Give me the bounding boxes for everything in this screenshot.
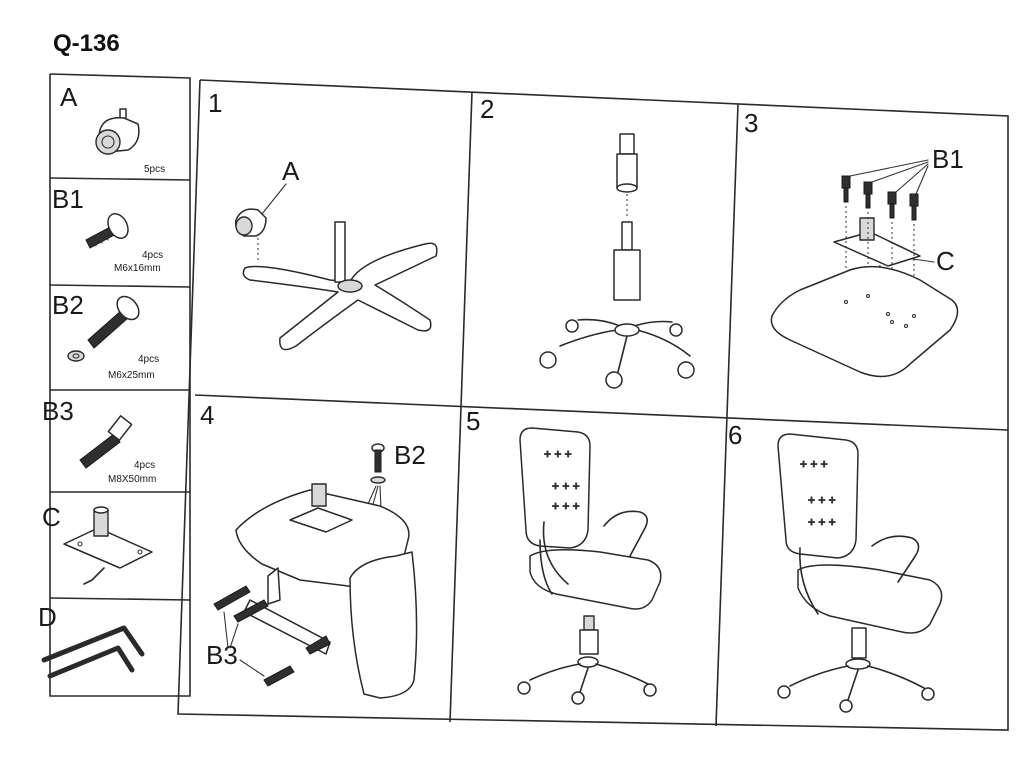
step-1-callout-a: A — [282, 156, 300, 186]
svg-text:+ + +: + + + — [544, 447, 572, 461]
step-4-callout-b3: B3 — [206, 640, 238, 670]
gas-lift-cover-icon — [616, 133, 638, 193]
part-b3-label: B3 — [42, 396, 74, 426]
bolt-short-icon — [85, 213, 129, 249]
socket-bolt-icon — [79, 415, 133, 469]
caster-wheel-icon — [234, 208, 267, 237]
step-2-panel: 2 — [480, 94, 695, 389]
step-4-number: 4 — [200, 400, 214, 430]
bolt-washer-icon — [370, 443, 386, 484]
bolt-short-icon — [841, 175, 919, 221]
part-b1-qty: 4pcs — [142, 250, 163, 261]
step-5-panel: 5 + + + + + + + + + — [466, 406, 662, 705]
office-chair-assembled-icon: + + + + + + + + + — [777, 433, 943, 659]
steps-grid — [177, 79, 1009, 731]
part-b2-cell: B2 4pcs M6x25mm — [52, 290, 159, 381]
chair-base-wheels-icon — [517, 656, 657, 705]
part-d-label: D — [38, 602, 57, 632]
svg-text:+ + +: + + + — [552, 499, 580, 513]
step-3-number: 3 — [744, 108, 758, 138]
chair-base-wheels-icon — [539, 318, 695, 389]
part-a-qty: 5pcs — [144, 164, 165, 175]
office-chair-exploded-icon: + + + + + + + + + — [519, 427, 662, 655]
step-2-number: 2 — [480, 94, 494, 124]
step-6-panel: 6 + + + + + + + + + — [728, 420, 943, 713]
part-b2-qty: 4pcs — [138, 354, 159, 365]
part-a-cell: A 5pcs — [60, 82, 165, 175]
part-c-cell: C — [42, 502, 153, 585]
seat-plate-icon — [770, 265, 959, 378]
bolt-washer-icon — [67, 295, 140, 362]
part-b1-cell: B1 4pcs M6x16mm — [52, 184, 163, 274]
svg-text:+ + +: + + + — [808, 515, 836, 529]
step-3-callout-b1: B1 — [932, 144, 964, 174]
part-a-label: A — [60, 82, 78, 112]
step-3-callout-c: C — [936, 246, 955, 276]
gas-lift-icon — [613, 221, 641, 301]
part-b3-cell: B3 4pcs M8X50mm — [42, 396, 156, 485]
part-b2-size: M6x25mm — [108, 370, 155, 381]
step-5-number: 5 — [466, 406, 480, 436]
part-c-label: C — [42, 502, 61, 532]
chair-base-icon — [242, 221, 438, 351]
parts-list: A 5pcs B1 4pcs M6x16mm B2 — [38, 73, 191, 697]
tilt-mechanism-icon — [63, 506, 153, 585]
step-4-callout-b2: B2 — [394, 440, 426, 470]
step-3-panel: 3 B1 C — [744, 108, 964, 378]
part-b2-label: B2 — [52, 290, 84, 320]
part-d-cell: D — [38, 602, 145, 679]
document-title: Q-136 — [53, 30, 120, 57]
chair-base-wheels-icon — [777, 658, 935, 713]
svg-text:+ + +: + + + — [808, 493, 836, 507]
step-4-panel: 4 B2 B3 — [200, 400, 426, 699]
seat-with-armrest-icon — [235, 483, 418, 699]
part-b1-label: B1 — [52, 184, 84, 214]
svg-text:+ + +: + + + — [800, 457, 828, 471]
part-b3-qty: 4pcs — [134, 460, 155, 471]
allen-keys-icon — [41, 625, 145, 679]
socket-bolt-icon — [213, 585, 331, 687]
part-b1-size: M6x16mm — [114, 263, 161, 274]
step-6-number: 6 — [728, 420, 742, 450]
step-1-number: 1 — [208, 88, 222, 118]
step-1-panel: 1 A — [208, 88, 438, 351]
part-b3-size: M8X50mm — [108, 474, 156, 485]
caster-wheel-icon — [95, 108, 140, 155]
svg-text:+ + +: + + + — [552, 479, 580, 493]
